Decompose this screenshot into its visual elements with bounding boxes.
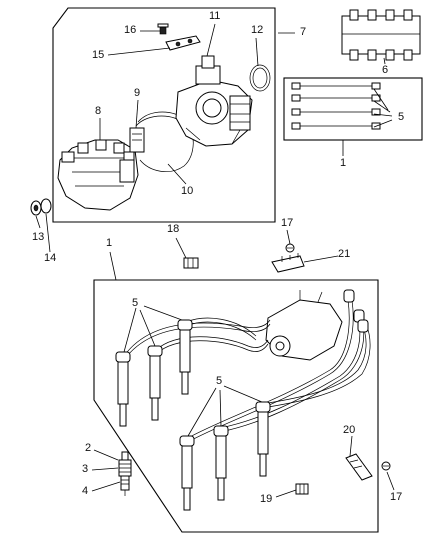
callout-10: 10 bbox=[181, 185, 194, 197]
callout-3: 3 bbox=[82, 463, 89, 475]
small-wire-1 bbox=[291, 82, 381, 90]
leader-lines bbox=[35, 23, 395, 498]
distributor-o-ring bbox=[249, 64, 271, 92]
callout-14: 14 bbox=[44, 252, 57, 264]
plug-boot-5 bbox=[213, 425, 229, 501]
distributor-housing bbox=[175, 55, 253, 147]
ignition-coil-pack bbox=[341, 9, 421, 61]
distributor-with-wires bbox=[265, 290, 343, 361]
ignition-wire-5 bbox=[219, 317, 365, 433]
callout-9: 9 bbox=[134, 87, 141, 99]
callout-2: 2 bbox=[85, 442, 92, 454]
distributor-rotor bbox=[129, 127, 145, 153]
callout-16: 16 bbox=[124, 24, 137, 36]
washer-13 bbox=[30, 200, 42, 216]
callout-15: 15 bbox=[92, 49, 105, 61]
ignition-wire-6 bbox=[261, 323, 371, 409]
wire-clip-18 bbox=[183, 257, 199, 269]
wire-bracket-20 bbox=[345, 453, 373, 481]
callout-7: 7 bbox=[300, 26, 307, 38]
callout-5-mid: 5 bbox=[216, 375, 223, 387]
callout-18: 18 bbox=[167, 223, 180, 235]
callout-4: 4 bbox=[82, 485, 89, 497]
plug-boot-6 bbox=[255, 401, 271, 477]
screw-17-upper bbox=[285, 243, 295, 253]
distributor-terminals bbox=[343, 289, 369, 333]
callout-13: 13 bbox=[32, 231, 45, 243]
callout-8: 8 bbox=[95, 105, 102, 117]
wire-clip-19 bbox=[295, 483, 309, 495]
screw-17-lower bbox=[381, 461, 391, 471]
callout-6: 6 bbox=[382, 64, 389, 76]
plug-boot-3 bbox=[177, 319, 193, 395]
plug-boot-2 bbox=[147, 345, 163, 421]
ignition-wire-set-box-large bbox=[93, 279, 379, 533]
bracket-bolt bbox=[157, 23, 169, 35]
plug-boot-4 bbox=[179, 435, 195, 511]
washer-14 bbox=[40, 198, 52, 214]
distributor-cap bbox=[57, 139, 139, 211]
small-wire-4 bbox=[291, 122, 381, 130]
callout-11: 11 bbox=[209, 10, 221, 22]
plug-boot-1 bbox=[115, 351, 131, 427]
callout-1-top: 1 bbox=[340, 157, 347, 169]
callout-1-bottom: 1 bbox=[106, 237, 113, 249]
ignition-wire-2 bbox=[155, 336, 269, 355]
callout-12: 12 bbox=[251, 24, 264, 36]
distributor-bracket bbox=[165, 35, 201, 51]
callout-5-right: 5 bbox=[398, 111, 405, 123]
callout-17-upper: 17 bbox=[281, 217, 294, 229]
callout-21: 21 bbox=[338, 248, 351, 260]
callout-19: 19 bbox=[260, 493, 273, 505]
small-wire-3 bbox=[291, 108, 381, 116]
small-wire-2 bbox=[291, 94, 381, 102]
wire-bracket-21 bbox=[271, 253, 305, 273]
ignition-wire-set-box-small bbox=[283, 77, 423, 141]
callout-20: 20 bbox=[343, 424, 356, 436]
ignition-wire-1 bbox=[123, 319, 271, 361]
spark-plug bbox=[118, 451, 132, 496]
callout-5-left: 5 bbox=[132, 297, 139, 309]
callout-17-lower: 17 bbox=[390, 491, 403, 503]
distributor-assembly-box bbox=[52, 7, 276, 223]
